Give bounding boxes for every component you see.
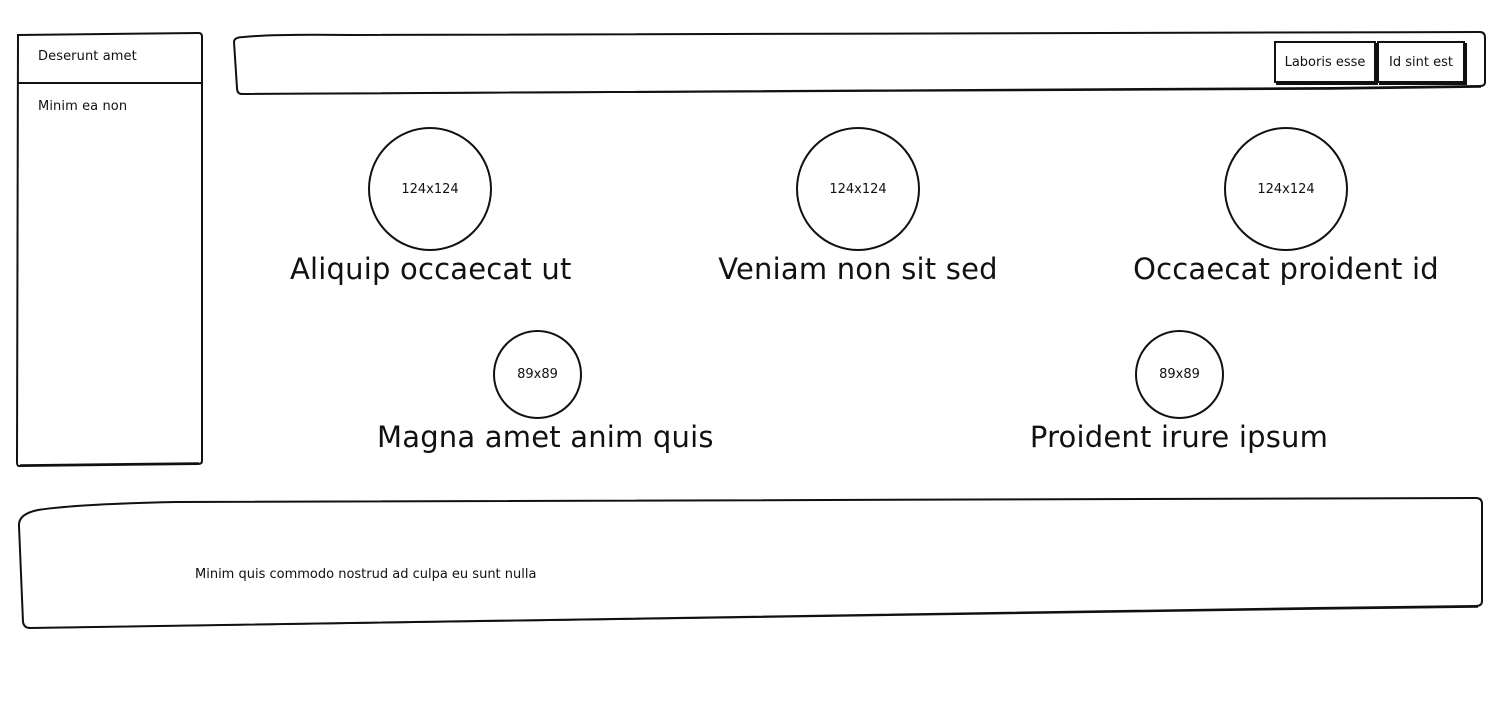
image-placeholder-label: 89x89 (1159, 367, 1200, 382)
image-placeholder-3: 124x124 (1224, 127, 1348, 251)
sidebar-item-minim-ea-non[interactable]: Minim ea non (38, 99, 128, 114)
feature-title-5: Proident irure ipsum (1029, 420, 1329, 454)
feature-title-4: Magna amet anim quis (377, 420, 714, 454)
feature-title-3: Occaecat proident id (1133, 252, 1439, 286)
header-bar: Laboris esse Id sint est (232, 30, 1486, 96)
footer-outline (17, 496, 1483, 630)
image-placeholder-label: 89x89 (517, 367, 558, 382)
laboris-esse-button[interactable]: Laboris esse (1274, 41, 1376, 83)
image-placeholder-label: 124x124 (829, 181, 887, 197)
sidebar-item-deserunt-amet[interactable]: Deserunt amet (38, 49, 137, 64)
image-placeholder-1: 124x124 (368, 127, 492, 251)
sidebar-panel: Deserunt amet Minim ea non (15, 31, 203, 468)
id-sint-est-button[interactable]: Id sint est (1377, 41, 1465, 83)
feature-title-1: Aliquip occaecat ut (290, 252, 572, 286)
image-placeholder-label: 124x124 (401, 181, 459, 197)
header-outline (232, 30, 1486, 96)
sidebar-outline (15, 31, 203, 468)
footer-panel: Minim quis commodo nostrud ad culpa eu s… (16, 496, 1486, 630)
image-placeholder-4: 89x89 (493, 330, 582, 419)
feature-title-2: Veniam non sit sed (718, 252, 998, 286)
footer-text: Minim quis commodo nostrud ad culpa eu s… (195, 567, 537, 582)
image-placeholder-label: 124x124 (1257, 181, 1315, 197)
image-placeholder-5: 89x89 (1135, 330, 1224, 419)
image-placeholder-2: 124x124 (796, 127, 920, 251)
